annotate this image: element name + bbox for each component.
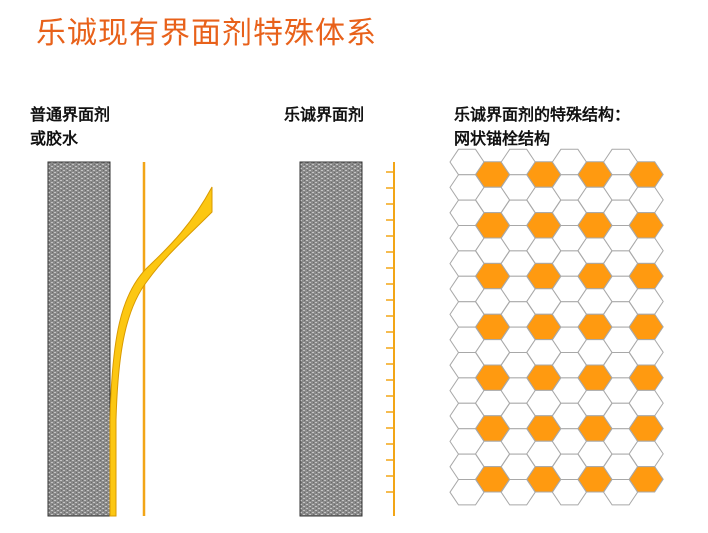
label-special-structure: 乐诚界面剂的特殊结构： 网状锚栓结构 (454, 103, 630, 151)
glue-layer-shape (109, 186, 213, 517)
label-ordinary-agent-line1: 普通界面剂 (30, 105, 111, 124)
anchor-ticks (386, 171, 394, 493)
label-special-structure-line1: 乐诚界面剂的特殊结构： (454, 105, 631, 124)
label-lecheng-agent: 乐诚界面剂 (284, 103, 364, 127)
ordinary-agent-panel (47, 161, 213, 517)
wall-substrate-1 (47, 161, 111, 517)
label-special-structure-line2: 网状锚栓结构 (454, 129, 551, 148)
lecheng-agent-panel (299, 161, 395, 517)
honeycomb-anchor-network (449, 148, 664, 506)
label-ordinary-agent: 普通界面剂 或胶水 (30, 103, 110, 151)
wall-substrate-2 (299, 161, 363, 517)
anchor-cell-filled (628, 466, 664, 493)
label-lecheng-agent-line1: 乐诚界面剂 (284, 105, 365, 124)
page-title: 乐诚现有界面剂特殊体系 (36, 16, 377, 51)
label-ordinary-agent-line2: 或胶水 (30, 129, 79, 148)
